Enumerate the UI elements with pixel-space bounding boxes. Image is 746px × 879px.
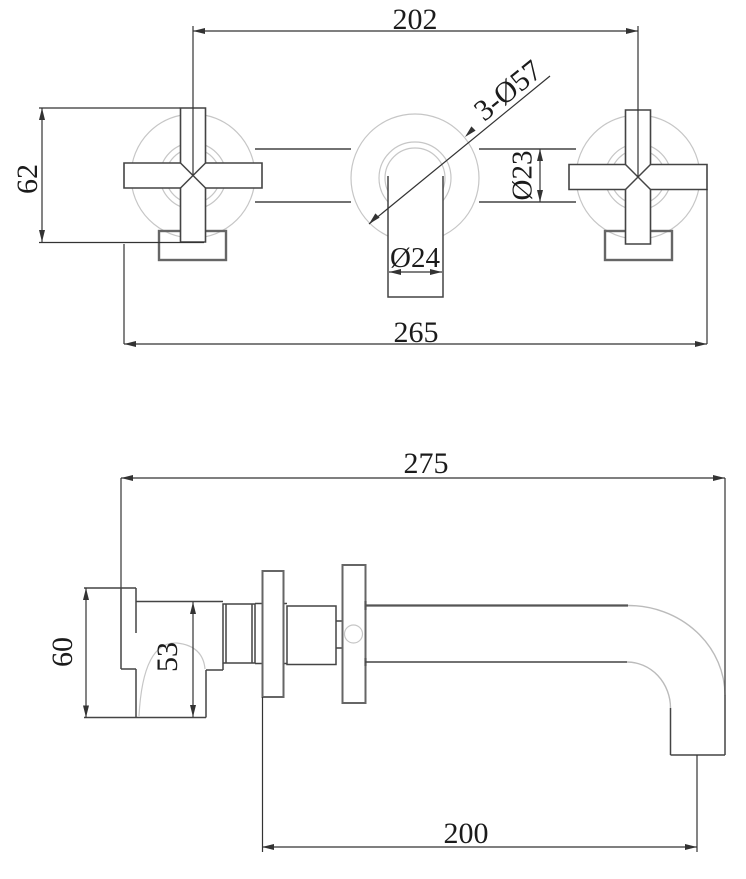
- handle-wall-flange: [261, 570, 285, 698]
- dim-62-label: 62: [11, 164, 44, 194]
- dim-275-label: 275: [404, 447, 449, 480]
- dim-60-label: 60: [46, 637, 79, 667]
- dim-d24-label: Ø24: [390, 242, 440, 274]
- dim-265-label: 265: [394, 316, 439, 349]
- front-view: 202 62 Ø23 Ø24 265: [11, 3, 708, 349]
- spout-front: [387, 176, 444, 298]
- dim-202: 202: [192, 3, 639, 177]
- dim-53-label: 53: [151, 642, 184, 672]
- dim-body-tube: Ø23: [507, 149, 543, 202]
- spout-side: [365, 478, 726, 756]
- dim-53: 53: [151, 602, 196, 717]
- spout-wall-flange: [341, 564, 367, 704]
- waterway-arc: [138, 642, 206, 717]
- dim-265: 265: [123, 189, 708, 349]
- side-view: 275 60 53 200: [46, 447, 726, 852]
- dim-202-label: 202: [393, 3, 438, 36]
- dim-62: 62: [11, 107, 204, 244]
- dim-275: 275: [121, 447, 725, 481]
- body-tube-lines: [255, 148, 576, 203]
- dim-d23-label: Ø23: [507, 151, 539, 201]
- flange-detail-circle: [343, 624, 364, 644]
- dim-200: 200: [261, 697, 698, 852]
- dim-200-label: 200: [444, 817, 489, 850]
- dim-spout-tube: Ø24: [389, 242, 442, 275]
- dim-60: 60: [46, 588, 89, 718]
- dim-3d57-label: 3-Ø57: [468, 54, 548, 128]
- inwall-body-outline: [84, 478, 224, 719]
